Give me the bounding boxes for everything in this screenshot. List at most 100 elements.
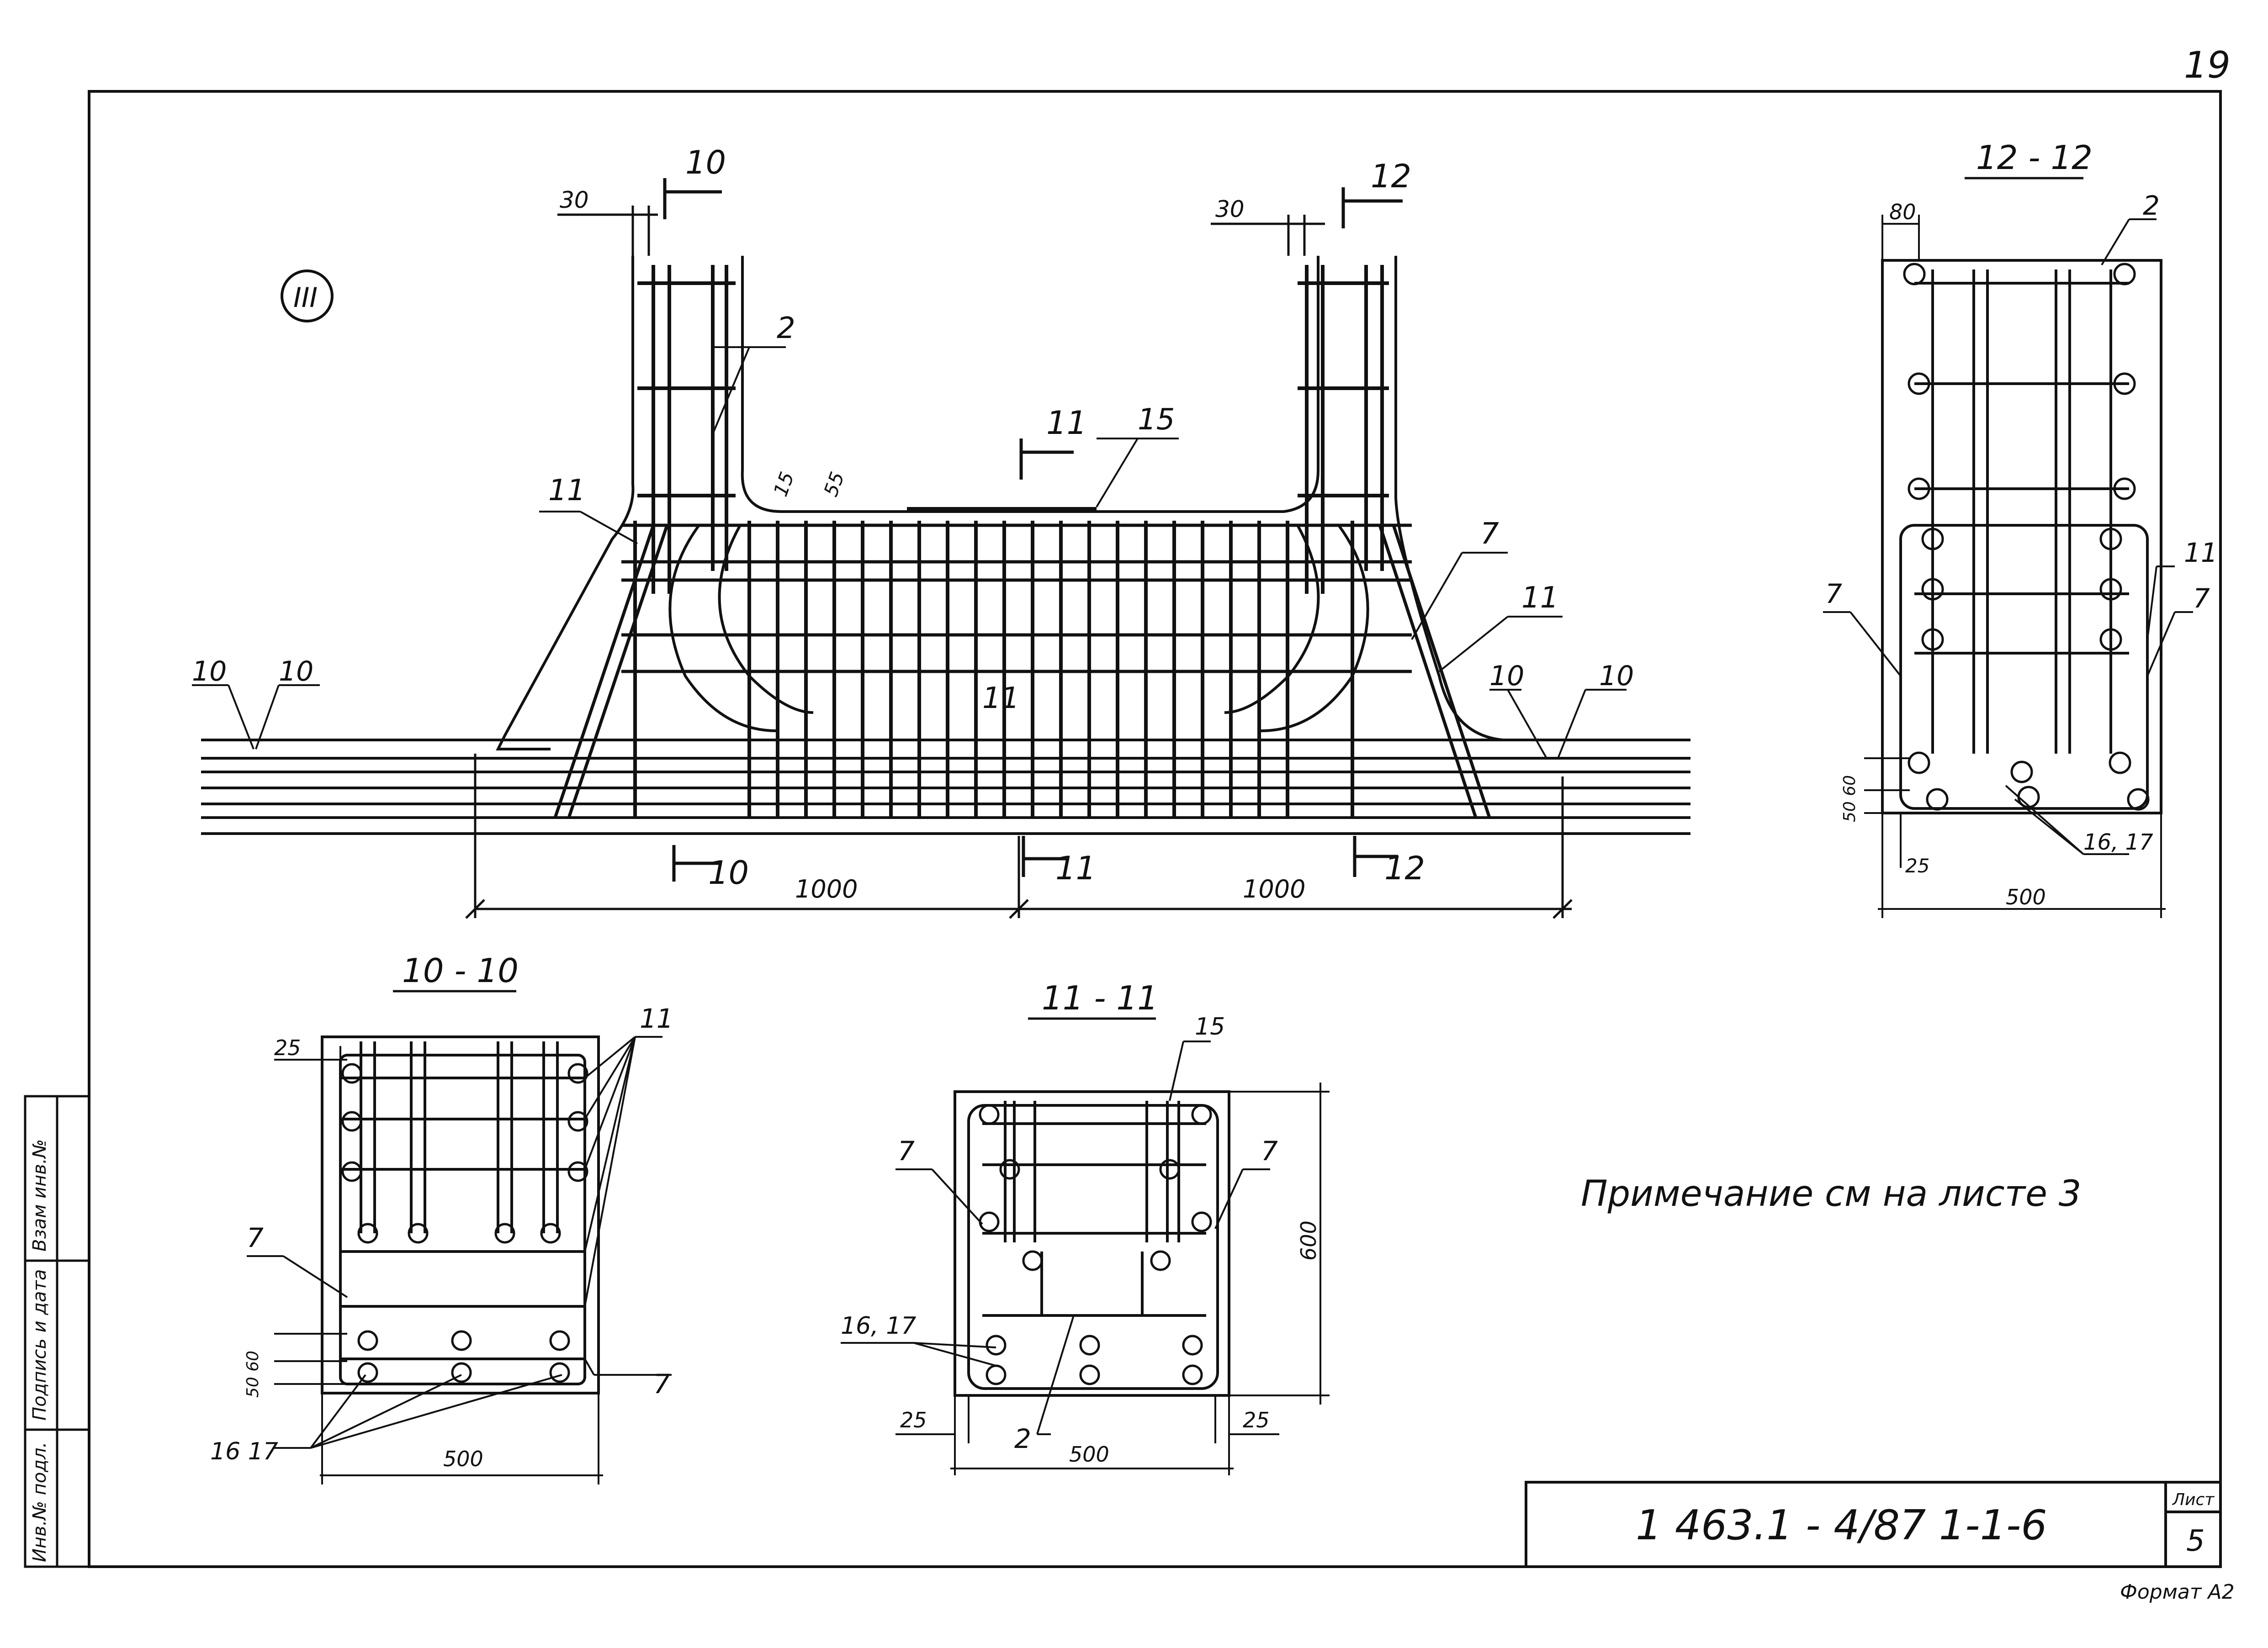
dimension-15: 15 [769, 469, 798, 499]
cut-label-12-bottom: 12 [1384, 850, 1425, 887]
bar-circle [1921, 578, 1944, 601]
bar-circle [1903, 263, 1926, 285]
bar-circle [357, 1330, 378, 1351]
section-11-dim-500: 500 [1069, 1442, 1109, 1467]
bar-circle [1079, 1364, 1100, 1385]
column-stirrups-right [1298, 265, 1389, 594]
bar-circle [1908, 751, 1930, 774]
dimension-55: 55 [819, 469, 848, 499]
bar-circle [494, 1223, 515, 1244]
bar-circle [540, 1223, 561, 1244]
cut-label-11-bottom: 11 [1055, 850, 1096, 887]
section-11-position-15: 15 [1195, 1013, 1225, 1041]
section-11-dim-25-left: 25 [900, 1408, 927, 1432]
bar-circle [1921, 528, 1944, 550]
cut-label-10-top: 10 [685, 144, 726, 181]
bar-circle [357, 1223, 378, 1244]
bar-circle [2099, 628, 2122, 651]
position-2: 2 [777, 312, 795, 345]
side-stamp [24, 1095, 90, 1568]
bar-circle [1159, 1159, 1180, 1180]
bar-circle [2113, 263, 2136, 285]
position-11-left: 11 [548, 474, 585, 507]
bar-circle [1182, 1335, 1203, 1356]
note-text: Примечание см на листе 3 [1581, 1173, 2081, 1215]
section-10-dim-50-60: 50 60 [244, 1351, 262, 1398]
section-12-position-11: 11 [2184, 537, 2218, 568]
bar-circle [2113, 372, 2136, 395]
section-11-11: 11 - 11 [841, 979, 1330, 1475]
section-12-position-7-right: 7 [2193, 583, 2210, 614]
bar-circle [451, 1330, 472, 1351]
bar-circle [2099, 528, 2122, 550]
bar-circle [986, 1364, 1007, 1385]
doc-code: 1 463.1 - 4/87 1-1-6 [1636, 1501, 2047, 1549]
section-10-bar-circles [341, 1063, 588, 1383]
dimension-1000-right: 1000 [1243, 875, 1305, 903]
position-10-c: 10 [1489, 660, 1524, 692]
section-11-dim-25-right: 25 [1243, 1408, 1270, 1432]
position-15: 15 [1138, 403, 1175, 437]
dimension-30 [557, 206, 1325, 256]
position-leaders [192, 346, 1627, 759]
side-stamp-label: Инв.№ подл. [29, 1442, 50, 1562]
bar-circle [999, 1159, 1020, 1180]
bar-circle [1150, 1250, 1171, 1271]
haunch-bars [553, 524, 1491, 819]
bar-circle [341, 1161, 362, 1182]
bar-circle [567, 1161, 588, 1182]
cut-label-12-top: 12 [1371, 158, 1411, 195]
bar-circle [567, 1063, 588, 1084]
bar-circle [1926, 788, 1949, 811]
bar-circle [549, 1362, 570, 1383]
section-10-10: 10 - 10 [210, 951, 673, 1484]
slab-longitudinal-bars [621, 523, 1412, 673]
section-cut-markers [663, 178, 1403, 882]
bar-circle [549, 1330, 570, 1351]
corner-bars [668, 524, 1369, 732]
section-12-title: 12 - 12 [1976, 138, 2093, 177]
section-10-position-16-17: 16 17 [210, 1438, 278, 1465]
sheet-label: Лист [2172, 1490, 2215, 1509]
sheet-number: 5 [2186, 1524, 2205, 1558]
node-label: III [293, 282, 318, 314]
bar-circle [1191, 1104, 1212, 1125]
bar-circle [979, 1211, 1000, 1232]
bar-circle [357, 1362, 378, 1383]
section-11-position-7-right: 7 [1261, 1136, 1278, 1167]
section-12-bar-circles [1903, 263, 2150, 811]
position-10-d: 10 [1599, 660, 1634, 692]
section-11-position-7-left: 7 [898, 1136, 915, 1167]
bar-circle [1022, 1250, 1043, 1271]
bar-circle [2099, 578, 2122, 601]
position-10-a: 10 [192, 655, 227, 687]
bar-circle [1182, 1364, 1203, 1385]
section-11-title: 11 - 11 [1042, 979, 1158, 1017]
bar-circle [2010, 761, 2033, 783]
section-12-dim-500: 500 [2006, 885, 2046, 909]
cut-label-11-top: 11 [1046, 404, 1087, 442]
cut-label-10-bottom: 10 [708, 854, 749, 892]
page-number: 19 [2184, 44, 2231, 86]
title-block [1525, 1481, 2222, 1568]
section-12-dim-25: 25 [1905, 855, 1929, 877]
bar-circle [341, 1111, 362, 1132]
bar-circle [1921, 628, 1944, 651]
bar-circle [986, 1335, 1007, 1356]
bar-circle [2127, 788, 2150, 811]
bar-circle [979, 1104, 1000, 1125]
section-10-position-7-left: 7 [247, 1222, 264, 1253]
section-12-12: 12 - 12 [1823, 138, 2218, 918]
section-10-title: 10 - 10 [402, 951, 519, 990]
bar-circle [1191, 1211, 1212, 1232]
position-11-center: 11 [982, 681, 1019, 715]
slab-vertical-stirrups [633, 521, 1354, 818]
bar-circle [408, 1223, 429, 1244]
position-10-b: 10 [279, 655, 313, 687]
bar-circle [567, 1111, 588, 1132]
position-11-right: 11 [1521, 581, 1558, 615]
side-stamp-label: Подпись и дата [29, 1269, 50, 1421]
dimension-30-right: 30 [1215, 196, 1245, 222]
main-elevation: III [192, 144, 1690, 919]
node-marker: III [281, 269, 334, 322]
